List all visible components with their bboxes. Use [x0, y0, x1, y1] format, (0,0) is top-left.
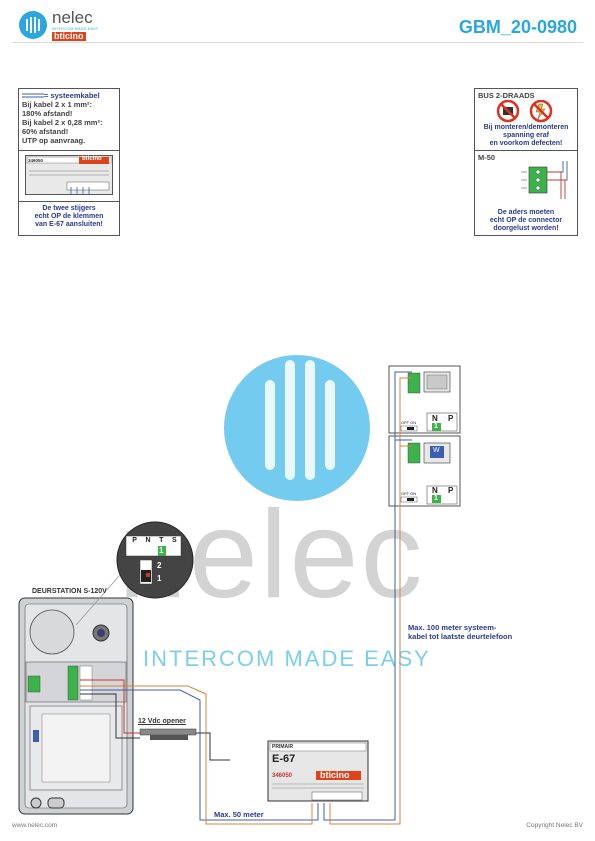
door-station-title: DEURSTATION S-120V: [32, 588, 107, 595]
monitor-1: [388, 365, 461, 434]
opener-label: 12 Vdc opener: [138, 718, 186, 725]
document-code: GBM_20-0980: [458, 17, 577, 37]
monitor-2-switch: OFF ON: [401, 491, 417, 496]
monitor-1-terminal-n: N: [432, 414, 438, 423]
power-module-illustration: 346050 bticino: [25, 155, 113, 195]
bus-cable-blue-short: [80, 689, 319, 821]
bus-warning-2: spanning eraf: [503, 132, 549, 139]
distance-long-2: kabel tot laatste deurtelefoon: [408, 632, 513, 641]
monitor-2-terminal-n: N: [432, 486, 438, 495]
bus-divider: [475, 150, 577, 151]
module-brand: bticino: [82, 156, 102, 162]
cable-caption-3: van E-67 aansluiten!: [35, 221, 103, 228]
connector-zoom: [75, 521, 194, 626]
monitor-1-value: 1: [434, 423, 438, 430]
power-supply-e67: [267, 740, 369, 802]
cable-note-line5: UTP op aanvraag.: [22, 136, 86, 145]
cable-note-line4: 60% afstand!: [22, 127, 69, 136]
zoom-dip-top: 2: [157, 561, 162, 570]
distance-short: Max. 50 meter: [214, 810, 264, 819]
cable-note-line2: 180% afstand!: [22, 109, 73, 118]
terminal-label-t: T: [159, 537, 164, 544]
monitor-2-value: 1: [434, 495, 438, 502]
brand-tagline: INTERCOM MADE EASY: [52, 27, 99, 31]
system-cable-symbol: [22, 93, 44, 98]
bus-warning-3: en voorkom defecten!: [489, 140, 563, 147]
psu-label-top: PRIMAIR: [272, 744, 294, 750]
monitor-2: [388, 435, 461, 507]
monitor-2-terminal-p: P: [448, 486, 454, 495]
opener-wire-black: [80, 693, 140, 739]
cable-caption-2: echt OP de klemmen: [34, 213, 104, 220]
bus-caption-1: De aders moeten: [497, 209, 555, 216]
bus-title: BUS 2-DRAADS: [478, 91, 535, 100]
zoom-terminal-labels: P N T S: [128, 537, 181, 546]
cable-note-box: = systeemkabel Bij kabel 2 x 1 mm²: 180%…: [18, 88, 120, 236]
door-station-body: [18, 597, 134, 815]
terminal-label-p: P: [132, 537, 137, 544]
cable-caption-1: De twee stijgers: [42, 205, 96, 212]
cable-divider: [19, 150, 119, 151]
cable-legend-text: = systeemkabel: [44, 91, 100, 100]
bus-caption-3: doorgelust worden!: [493, 225, 559, 232]
nelec-logo: nelec INTERCOM MADE EASY bticino: [18, 8, 128, 42]
zoom-dip-bottom: 1: [157, 574, 162, 583]
zoom-terminal-value: 1: [159, 546, 164, 555]
watermark-tagline: INTERCOM MADE EASY: [143, 646, 431, 671]
no-power-icon: [529, 100, 553, 123]
connector-illustration: [521, 161, 568, 199]
bus-cable-orange-long: [329, 377, 412, 825]
brand-name: nelec: [52, 8, 93, 27]
terminal-label-s: S: [172, 537, 177, 544]
module-code: 346050: [28, 158, 44, 163]
cable-legend-row: = systeemkabel: [22, 91, 118, 100]
nelec-logo-icon: [19, 11, 47, 39]
cable-divider-2: [19, 201, 119, 202]
no-plug-icon: [496, 100, 520, 123]
bus-caption-2: echt OP de connector: [489, 217, 563, 224]
bus-model: M-50: [478, 153, 496, 162]
cable-note-line1: Bij kabel 2 x 1 mm²:: [22, 100, 93, 109]
warning-icons: [496, 100, 553, 123]
footer-website: www.nelec.com: [12, 822, 58, 829]
bus-note-box: BUS 2-DRAADS Bij monteren/demonteren spa…: [474, 88, 578, 236]
terminal-label-n: N: [145, 537, 151, 544]
bus-warning-1: Bij monteren/demonteren: [483, 124, 569, 131]
footer-copyright: Copyright Nelec BV: [526, 822, 583, 829]
monitor-1-switch: OFF ON: [401, 420, 417, 425]
psu-model: E-67: [272, 753, 296, 765]
bus-cable-orange-short: [80, 685, 313, 825]
opener-wire-red: [80, 679, 140, 734]
bus-cable-blue-long: [323, 371, 412, 821]
bticino-logo: bticino: [52, 31, 86, 41]
door-opener: [139, 728, 197, 740]
header-divider: [12, 42, 583, 43]
monitor-2-screen-label: W: [433, 447, 440, 454]
cable-note-line3: Bij kabel 2 x 0,28 mm²:: [22, 118, 103, 127]
psu-brand: bticino: [320, 770, 350, 780]
psu-code: 346050: [272, 773, 293, 779]
monitor-1-terminal-p: P: [448, 414, 454, 423]
distance-long-1: Max. 100 meter systeem-: [408, 623, 497, 632]
